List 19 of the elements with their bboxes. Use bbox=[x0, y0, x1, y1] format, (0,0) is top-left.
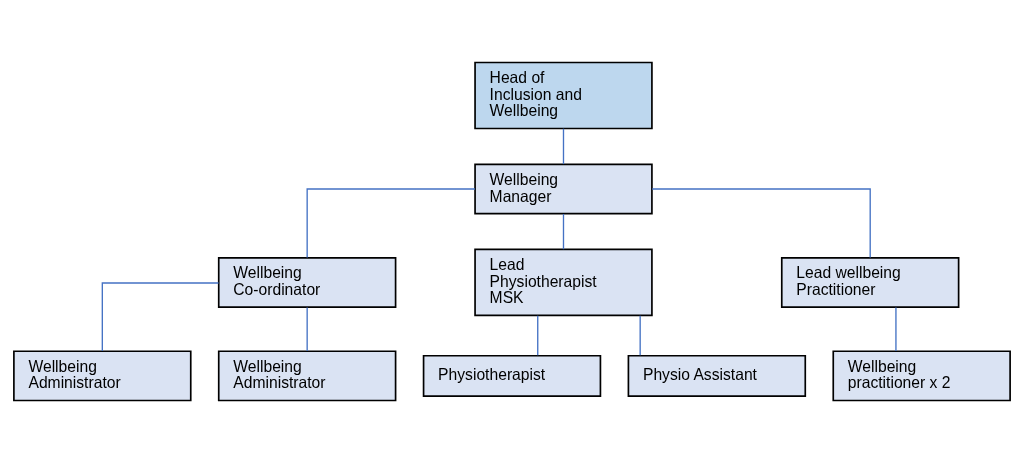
node-box: Physiotherapist bbox=[422, 354, 602, 397]
node-box: Wellbeing practitioner x 2 bbox=[832, 350, 1011, 402]
node-box: Head of Inclusion and Wellbeing bbox=[474, 61, 653, 130]
connector bbox=[306, 188, 476, 259]
connector bbox=[101, 282, 220, 352]
connector bbox=[651, 188, 871, 259]
node-box: Lead wellbeing Practitioner bbox=[780, 256, 960, 308]
connector bbox=[562, 213, 565, 250]
node-box: Wellbeing Manager bbox=[474, 163, 653, 215]
node-box: Lead Physiotherapist MSK bbox=[474, 248, 653, 317]
connector bbox=[562, 128, 565, 165]
connector bbox=[537, 314, 539, 356]
node-box: Wellbeing Administrator bbox=[13, 350, 192, 402]
connector bbox=[306, 306, 308, 352]
node-box: Wellbeing Administrator bbox=[217, 350, 397, 402]
node-box: Physio Assistant bbox=[627, 354, 807, 397]
connector bbox=[895, 306, 897, 352]
node-box: Wellbeing Co-ordinator bbox=[217, 256, 397, 308]
connector bbox=[639, 314, 641, 356]
